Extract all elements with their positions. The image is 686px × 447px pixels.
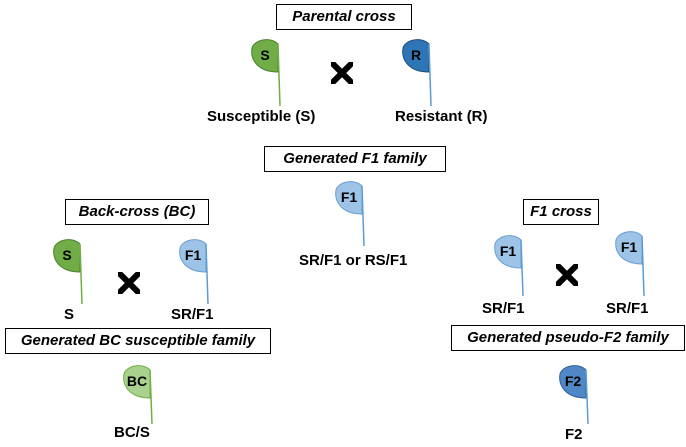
stem: [361, 185, 365, 247]
cross-icon: [553, 261, 581, 289]
leaf-icon: [123, 365, 153, 425]
plant-f1cross-b: F1: [612, 230, 652, 300]
caption-bc-s: S: [64, 306, 75, 323]
leaf-label: S: [260, 47, 270, 63]
leaf-label: S: [62, 247, 72, 263]
leaf-shape: [335, 181, 363, 215]
caption-bc-result: BC/S: [114, 424, 150, 441]
leaf-icon: [53, 239, 83, 305]
leaf-shape: [179, 239, 207, 273]
stem: [641, 235, 645, 297]
stem: [205, 243, 209, 305]
leaf-shape: [251, 39, 279, 73]
generated-bc-heading: Generated BC susceptible family: [5, 328, 271, 354]
leaf-icon: [335, 181, 365, 247]
caption-resistant: Resistant (R): [395, 108, 488, 125]
stem: [585, 369, 589, 425]
parental-cross-heading: Parental cross: [276, 4, 412, 30]
plant-bc-susceptible: S: [50, 238, 90, 308]
cross-icon: [328, 59, 356, 87]
plant-bc-f1: F1: [176, 238, 216, 308]
leaf-icon: [615, 231, 645, 297]
leaf-icon: [559, 365, 589, 425]
leaf-shape: [123, 365, 151, 399]
leaf-label: F1: [499, 243, 517, 259]
leaf-icon: [251, 39, 281, 107]
stem: [428, 43, 432, 107]
leaf-icon: [179, 239, 209, 305]
leaf-shape: [53, 239, 81, 273]
generated-pseudo-f2-heading: Generated pseudo-F2 family: [451, 325, 685, 351]
plant-f1: F1: [332, 180, 372, 250]
caption-f1: SR/F1 or RS/F1: [299, 252, 408, 269]
f1-cross-heading: F1 cross: [523, 199, 599, 225]
stem: [149, 369, 153, 425]
leaf-label: R: [410, 47, 422, 63]
back-cross-heading: Back-cross (BC): [65, 199, 209, 225]
caption-f1cross-a: SR/F1: [482, 300, 525, 317]
leaf-shape: [402, 39, 430, 73]
stem: [79, 243, 83, 305]
stem: [277, 43, 281, 107]
plant-susceptible-parent: S: [248, 38, 288, 108]
leaf-label: F1: [184, 247, 202, 263]
generated-f1-heading: Generated F1 family: [264, 146, 446, 172]
caption-susceptible: Susceptible (S): [207, 108, 316, 125]
leaf-label: F2: [564, 373, 582, 389]
leaf-shape: [615, 231, 643, 265]
plant-bc-result: BC: [120, 364, 160, 434]
stem: [520, 239, 524, 297]
caption-bc-f1: SR/F1: [171, 306, 214, 323]
plant-f1cross-a: F1: [491, 234, 531, 304]
leaf-icon: [402, 39, 432, 107]
leaf-label: F1: [620, 239, 638, 255]
caption-f1cross-b: SR/F1: [606, 300, 649, 317]
leaf-icon: [494, 235, 524, 297]
leaf-label: BC: [126, 373, 148, 389]
caption-f2: F2: [565, 426, 583, 443]
leaf-shape: [494, 235, 522, 269]
plant-resistant-parent: R: [399, 38, 439, 108]
cross-icon: [115, 269, 143, 297]
leaf-label: F1: [340, 189, 358, 205]
leaf-shape: [559, 365, 587, 399]
plant-f2-result: F2: [556, 364, 596, 434]
